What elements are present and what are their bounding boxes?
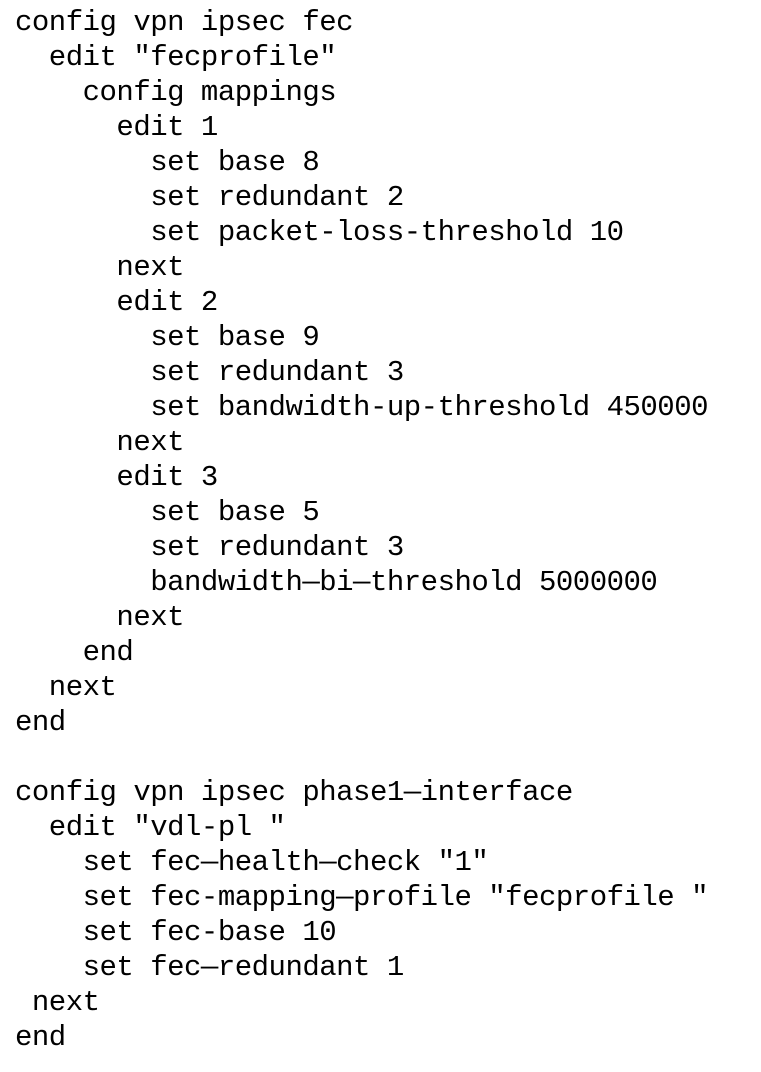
code-line-16: set redundant 3	[15, 531, 404, 564]
code-line-2: edit "fecprofile"	[15, 41, 337, 74]
code-line-27: set fec-base 10	[15, 916, 337, 949]
code-line-7: set packet-loss-threshold 10	[15, 216, 624, 249]
code-line-5: set base 8	[15, 146, 320, 179]
code-line-24: edit "vdl-pl "	[15, 811, 286, 844]
code-line-21: end	[15, 706, 66, 739]
code-line-26: set fec-mapping—profile "fecprofile "	[15, 881, 709, 914]
code-line-23: config vpn ipsec phase1—interface	[15, 776, 573, 809]
code-line-15: set base 5	[15, 496, 320, 529]
code-line-11: set redundant 3	[15, 356, 404, 389]
code-line-6: set redundant 2	[15, 181, 404, 214]
code-line-25: set fec—health—check "1"	[15, 846, 489, 879]
code-line-3: config mappings	[15, 76, 337, 109]
code-line-8: next	[15, 251, 185, 284]
code-line-9: edit 2	[15, 286, 218, 319]
code-line-10: set base 9	[15, 321, 320, 354]
code-line-1: config vpn ipsec fec	[15, 6, 354, 39]
code-line-22-blank	[15, 740, 761, 775]
code-line-17: bandwidth—bi—threshold 5000000	[15, 566, 658, 599]
code-block: config vpn ipsec fec edit "fecprofile" c…	[15, 5, 761, 1055]
code-line-18: next	[15, 601, 185, 634]
code-line-14: edit 3	[15, 461, 218, 494]
code-line-29: next	[15, 986, 100, 1019]
code-line-13: next	[15, 426, 185, 459]
code-line-4: edit 1	[15, 111, 218, 144]
code-line-20: next	[15, 671, 117, 704]
code-line-19: end	[15, 636, 134, 669]
code-line-12: set bandwidth-up-threshold 450000	[15, 391, 709, 424]
code-line-30: end	[15, 1021, 66, 1054]
code-line-28: set fec—redundant 1	[15, 951, 405, 984]
